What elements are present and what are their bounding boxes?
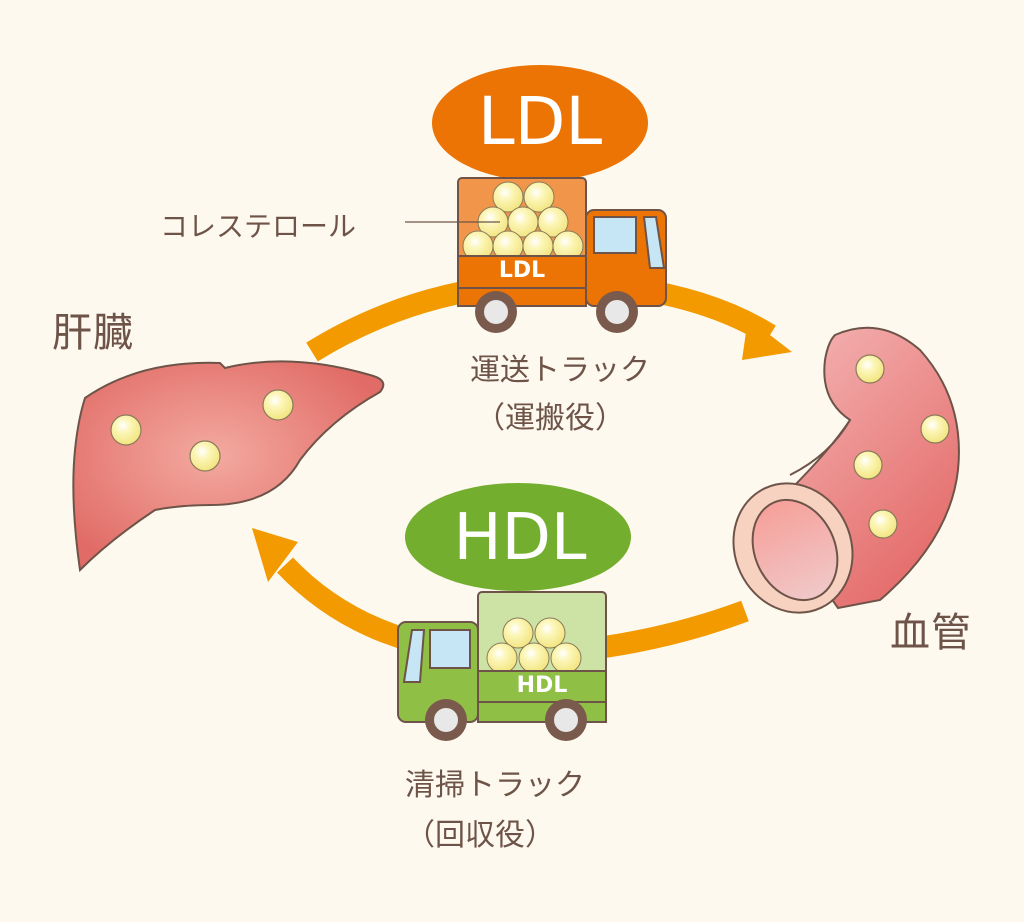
ldl-truck-caption: 運送トラック (470, 353, 650, 388)
hdl-truck-panel-label: HDL (516, 673, 568, 698)
liver-illustration (72, 360, 385, 573)
cholesterol-ball (868, 509, 898, 539)
hdl-badge-label: HDL (453, 501, 587, 575)
cholesterol-ball (920, 414, 950, 444)
cholesterol-ball (262, 389, 294, 421)
cholesterol-label: コレステロール (160, 210, 357, 243)
hdl-truck-caption: 清掃トラック (405, 768, 585, 803)
ldl-truck-role: （運搬役） (475, 401, 625, 436)
cholesterol-ball (855, 354, 885, 384)
hdl-truck-role: （回収役） (405, 818, 555, 853)
ldl-cargo-cholesterol (462, 181, 584, 262)
blood-vessel-illustration (732, 326, 960, 614)
ldl-badge-label: LDL (477, 83, 603, 160)
cholesterol-ball (853, 450, 883, 480)
hdl-truck (397, 591, 607, 741)
cholesterol-ball (110, 414, 142, 446)
ldl-truck (457, 177, 667, 333)
liver-label: 肝臓 (52, 310, 134, 356)
ldl-truck-panel-label: LDL (498, 258, 546, 283)
blood-vessel-label: 血管 (890, 610, 972, 656)
hdl-badge (405, 483, 631, 591)
cholesterol-ball (189, 440, 221, 472)
arrowhead-left (252, 528, 298, 582)
arrowhead-right (742, 318, 792, 360)
ldl-badge (432, 65, 648, 181)
